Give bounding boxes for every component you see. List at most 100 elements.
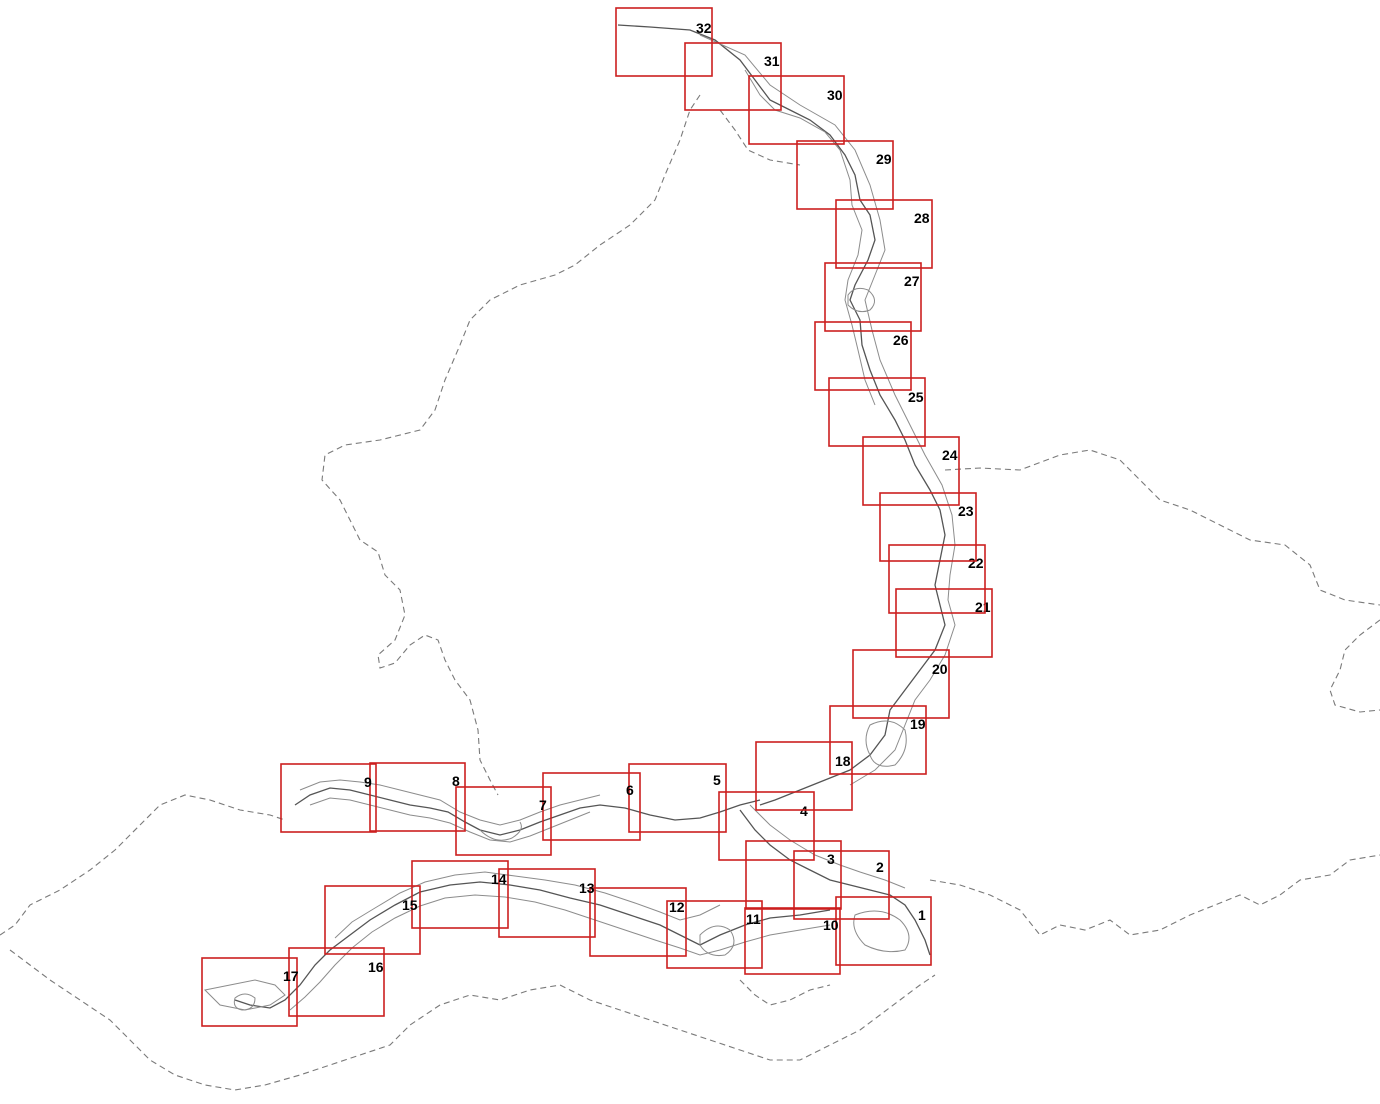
map-sheet-frame[interactable] (542, 772, 641, 841)
map-sheet-frame[interactable] (498, 868, 596, 938)
map-sheet-number: 9 (364, 774, 372, 790)
map-sheet-number: 25 (908, 389, 924, 405)
map-sheet-frame[interactable] (369, 762, 466, 832)
map-sheet-20[interactable]: 20 (852, 649, 950, 719)
map-sheet-frame[interactable] (755, 741, 853, 811)
map-sheet-frame[interactable] (879, 492, 977, 562)
map-sheet-frame[interactable] (280, 763, 377, 833)
map-sheet-25[interactable]: 25 (828, 377, 926, 447)
river-main-channel-north (617, 24, 946, 806)
map-sheet-32[interactable]: 32 (615, 7, 713, 77)
map-sheet-frame[interactable] (718, 791, 815, 861)
map-sheet-frame[interactable] (888, 544, 986, 614)
region-boundary-southeast (929, 854, 1380, 936)
map-sheet-number: 17 (283, 968, 299, 984)
map-sheet-number: 3 (827, 851, 835, 867)
map-sheet-number: 19 (910, 716, 926, 732)
map-sheet-number: 30 (827, 87, 843, 103)
map-sheet-number: 13 (579, 880, 595, 896)
map-sheet-frame[interactable] (288, 947, 385, 1017)
map-sheet-15[interactable]: 15 (324, 885, 421, 955)
map-sheet-frame[interactable] (829, 705, 927, 775)
map-sheet-3[interactable]: 3 (745, 840, 842, 910)
map-sheet-number: 29 (876, 151, 892, 167)
river-main-channel-southwest (234, 881, 831, 1009)
river-bank-west-north (744, 69, 876, 406)
river-outline-17 (203, 979, 286, 1011)
map-sheet-18[interactable]: 18 (755, 741, 853, 811)
map-sheet-frame[interactable] (628, 763, 727, 833)
map-sheet-29[interactable]: 29 (796, 140, 894, 210)
map-sheet-number: 5 (713, 772, 721, 788)
map-sheet-frame[interactable] (796, 140, 894, 210)
map-sheet-number: 18 (835, 753, 851, 769)
map-sheet-number: 12 (669, 899, 685, 915)
map-sheet-13[interactable]: 13 (498, 868, 596, 938)
map-sheet-24[interactable]: 24 (862, 436, 960, 506)
region-boundary-south (9, 949, 936, 1091)
map-sheet-14[interactable]: 14 (411, 860, 509, 929)
river-bank-boundary-north (719, 109, 801, 166)
map-sheet-frame[interactable] (411, 860, 509, 929)
map-sheet-frame[interactable] (814, 321, 912, 391)
river-bank-south-upper (334, 871, 721, 939)
region-boundary-southwest (0, 794, 286, 936)
region-boundary-east (944, 449, 1380, 606)
map-sheet-17[interactable]: 17 (201, 957, 299, 1027)
map-sheet-frame[interactable] (745, 840, 842, 910)
map-sheet-22[interactable]: 22 (888, 544, 986, 614)
map-sheet-19[interactable]: 19 (829, 705, 927, 775)
map-sheet-number: 6 (626, 782, 634, 798)
map-sheet-frame[interactable] (201, 957, 298, 1027)
map-sheet-number: 27 (904, 273, 920, 289)
tiles-layer: 1234567891011121314151617181920212223242… (201, 7, 993, 1027)
map-sheet-frame[interactable] (744, 907, 841, 975)
map-sheet-frame[interactable] (455, 786, 552, 856)
river-bank-west-lower (309, 797, 591, 843)
map-sheet-frame[interactable] (324, 885, 421, 955)
map-sheet-number: 20 (932, 661, 948, 677)
map-sheet-28[interactable]: 28 (835, 199, 933, 269)
river-delta-19 (865, 720, 907, 767)
map-sheet-number: 26 (893, 332, 909, 348)
river-bank-west-upper (299, 779, 601, 826)
river-layer (203, 24, 956, 1011)
map-sheet-frame[interactable] (666, 900, 763, 969)
map-sheet-number: 11 (746, 911, 761, 927)
region-boundary-inner-south (739, 979, 831, 1006)
map-sheet-4[interactable]: 4 (718, 791, 815, 861)
river-island-11 (699, 925, 735, 956)
boundary-layer (0, 94, 1380, 1091)
map-sheet-23[interactable]: 23 (879, 492, 977, 562)
map-sheet-1[interactable]: 1 (835, 896, 932, 966)
map-sheet-frame[interactable] (615, 7, 713, 77)
map-sheet-frame[interactable] (824, 262, 922, 332)
map-sheet-7[interactable]: 7 (455, 786, 552, 856)
map-sheet-10[interactable]: 10 (744, 907, 841, 975)
map-sheet-frame[interactable] (835, 896, 932, 966)
map-sheet-16[interactable]: 16 (288, 947, 385, 1017)
river-bank-east-north (699, 34, 956, 786)
map-sheet-12[interactable]: 12 (589, 887, 687, 957)
map-sheet-5[interactable]: 5 (628, 763, 727, 833)
map-sheet-frame[interactable] (852, 649, 950, 719)
river-main-channel-east (739, 809, 931, 956)
map-sheet-frame[interactable] (835, 199, 933, 269)
map-sheet-11[interactable]: 11 (666, 900, 763, 969)
map-sheet-6[interactable]: 6 (542, 772, 641, 841)
map-sheet-number: 24 (942, 447, 958, 463)
river-oxbow-7 (479, 821, 522, 841)
map-sheet-8[interactable]: 8 (369, 762, 466, 832)
map-sheet-number: 2 (876, 859, 884, 875)
map-sheet-frame[interactable] (862, 436, 960, 506)
map-sheet-26[interactable]: 26 (814, 321, 912, 391)
map-sheet-number: 10 (823, 917, 839, 933)
river-loop-27 (847, 287, 875, 313)
map-sheet-number: 15 (402, 897, 418, 913)
map-sheet-frame[interactable] (828, 377, 926, 447)
map-sheet-frame[interactable] (895, 588, 993, 658)
map-sheet-9[interactable]: 9 (280, 763, 377, 833)
map-sheet-21[interactable]: 21 (895, 588, 993, 658)
map-sheet-27[interactable]: 27 (824, 262, 922, 332)
map-sheet-frame[interactable] (589, 887, 687, 957)
